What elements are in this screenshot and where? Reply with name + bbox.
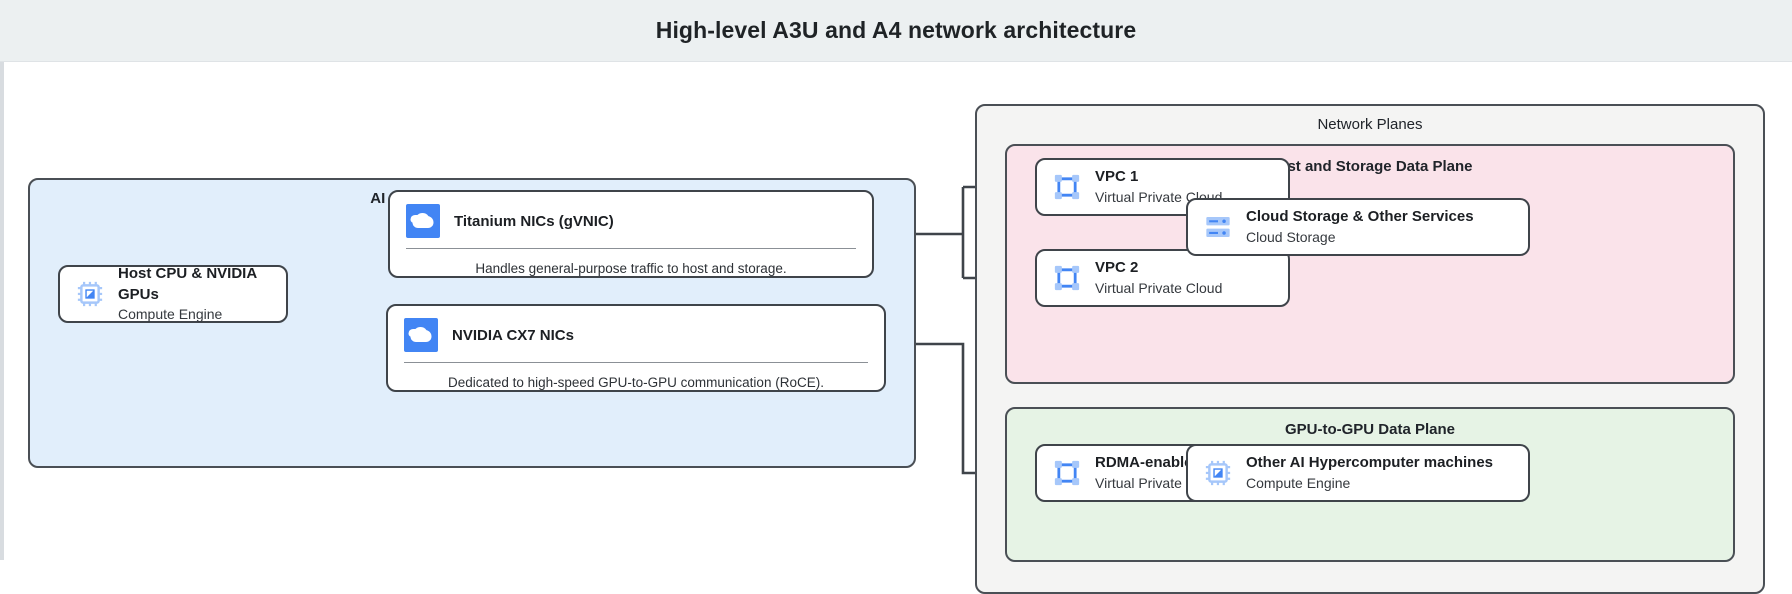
node-note: Handles general-purpose traffic to host … bbox=[475, 261, 787, 276]
node-title: VPC 2 bbox=[1095, 259, 1139, 277]
node-other-ai-hypercomputer-machines[interactable]: Other AI Hypercomputer machines Compute … bbox=[1186, 444, 1530, 502]
node-cloud-storage-and-other-services[interactable]: Cloud Storage & Other Services Cloud Sto… bbox=[1186, 198, 1530, 256]
vpc-icon bbox=[1054, 460, 1080, 486]
storage-icon bbox=[1206, 216, 1230, 238]
node-title: Other AI Hypercomputer machines bbox=[1246, 454, 1494, 472]
panel-title-gpu-to-gpu-data-plane: GPU-to-GPU Data Plane bbox=[1284, 421, 1456, 438]
chip-icon bbox=[77, 281, 103, 307]
node-title: NVIDIA CX7 NICs bbox=[452, 326, 574, 344]
vpc-icon bbox=[1054, 174, 1080, 200]
node-title: Cloud Storage & Other Services bbox=[1246, 208, 1474, 226]
node-title: Host CPU & NVIDIA GPUs bbox=[118, 265, 257, 303]
node-subtitle: Compute Engine bbox=[1246, 474, 1351, 491]
panel-title-host-and-storage-data-plane: Host and Storage Data Plane bbox=[1267, 158, 1473, 175]
diagram-header: High-level A3U and A4 network architectu… bbox=[0, 0, 1792, 62]
vpc-icon bbox=[1054, 265, 1080, 291]
left-edge-strip bbox=[0, 62, 4, 560]
cloud-icon bbox=[406, 204, 440, 238]
node-vpc-2[interactable]: VPC 2 Virtual Private Cloud bbox=[1035, 249, 1290, 307]
divider bbox=[406, 248, 856, 249]
node-subtitle: Virtual Private Cloud bbox=[1095, 279, 1223, 296]
divider bbox=[404, 362, 868, 363]
node-title: Titanium NICs (gVNIC) bbox=[454, 212, 614, 230]
node-title: VPC 1 bbox=[1095, 168, 1139, 186]
page-title: High-level A3U and A4 network architectu… bbox=[655, 17, 1137, 43]
panel-title-network-planes: Network Planes bbox=[1317, 116, 1423, 133]
node-titanium-nics[interactable]: Titanium NICs (gVNIC) Handles general-pu… bbox=[388, 190, 874, 278]
diagram-canvas: AI Hypercomputer machines Host CPU & NVI… bbox=[0, 62, 1792, 594]
node-note: Dedicated to high-speed GPU-to-GPU commu… bbox=[448, 375, 824, 390]
node-host-cpu-nvidia-gpus[interactable]: Host CPU & NVIDIA GPUs Compute Engine bbox=[58, 265, 288, 323]
chip-icon bbox=[1205, 460, 1231, 486]
cloud-icon bbox=[404, 318, 438, 352]
node-nvidia-cx7-nics[interactable]: NVIDIA CX7 NICs Dedicated to high-speed … bbox=[386, 304, 886, 392]
node-subtitle: Cloud Storage bbox=[1246, 228, 1336, 245]
node-subtitle: Compute Engine bbox=[118, 305, 223, 322]
